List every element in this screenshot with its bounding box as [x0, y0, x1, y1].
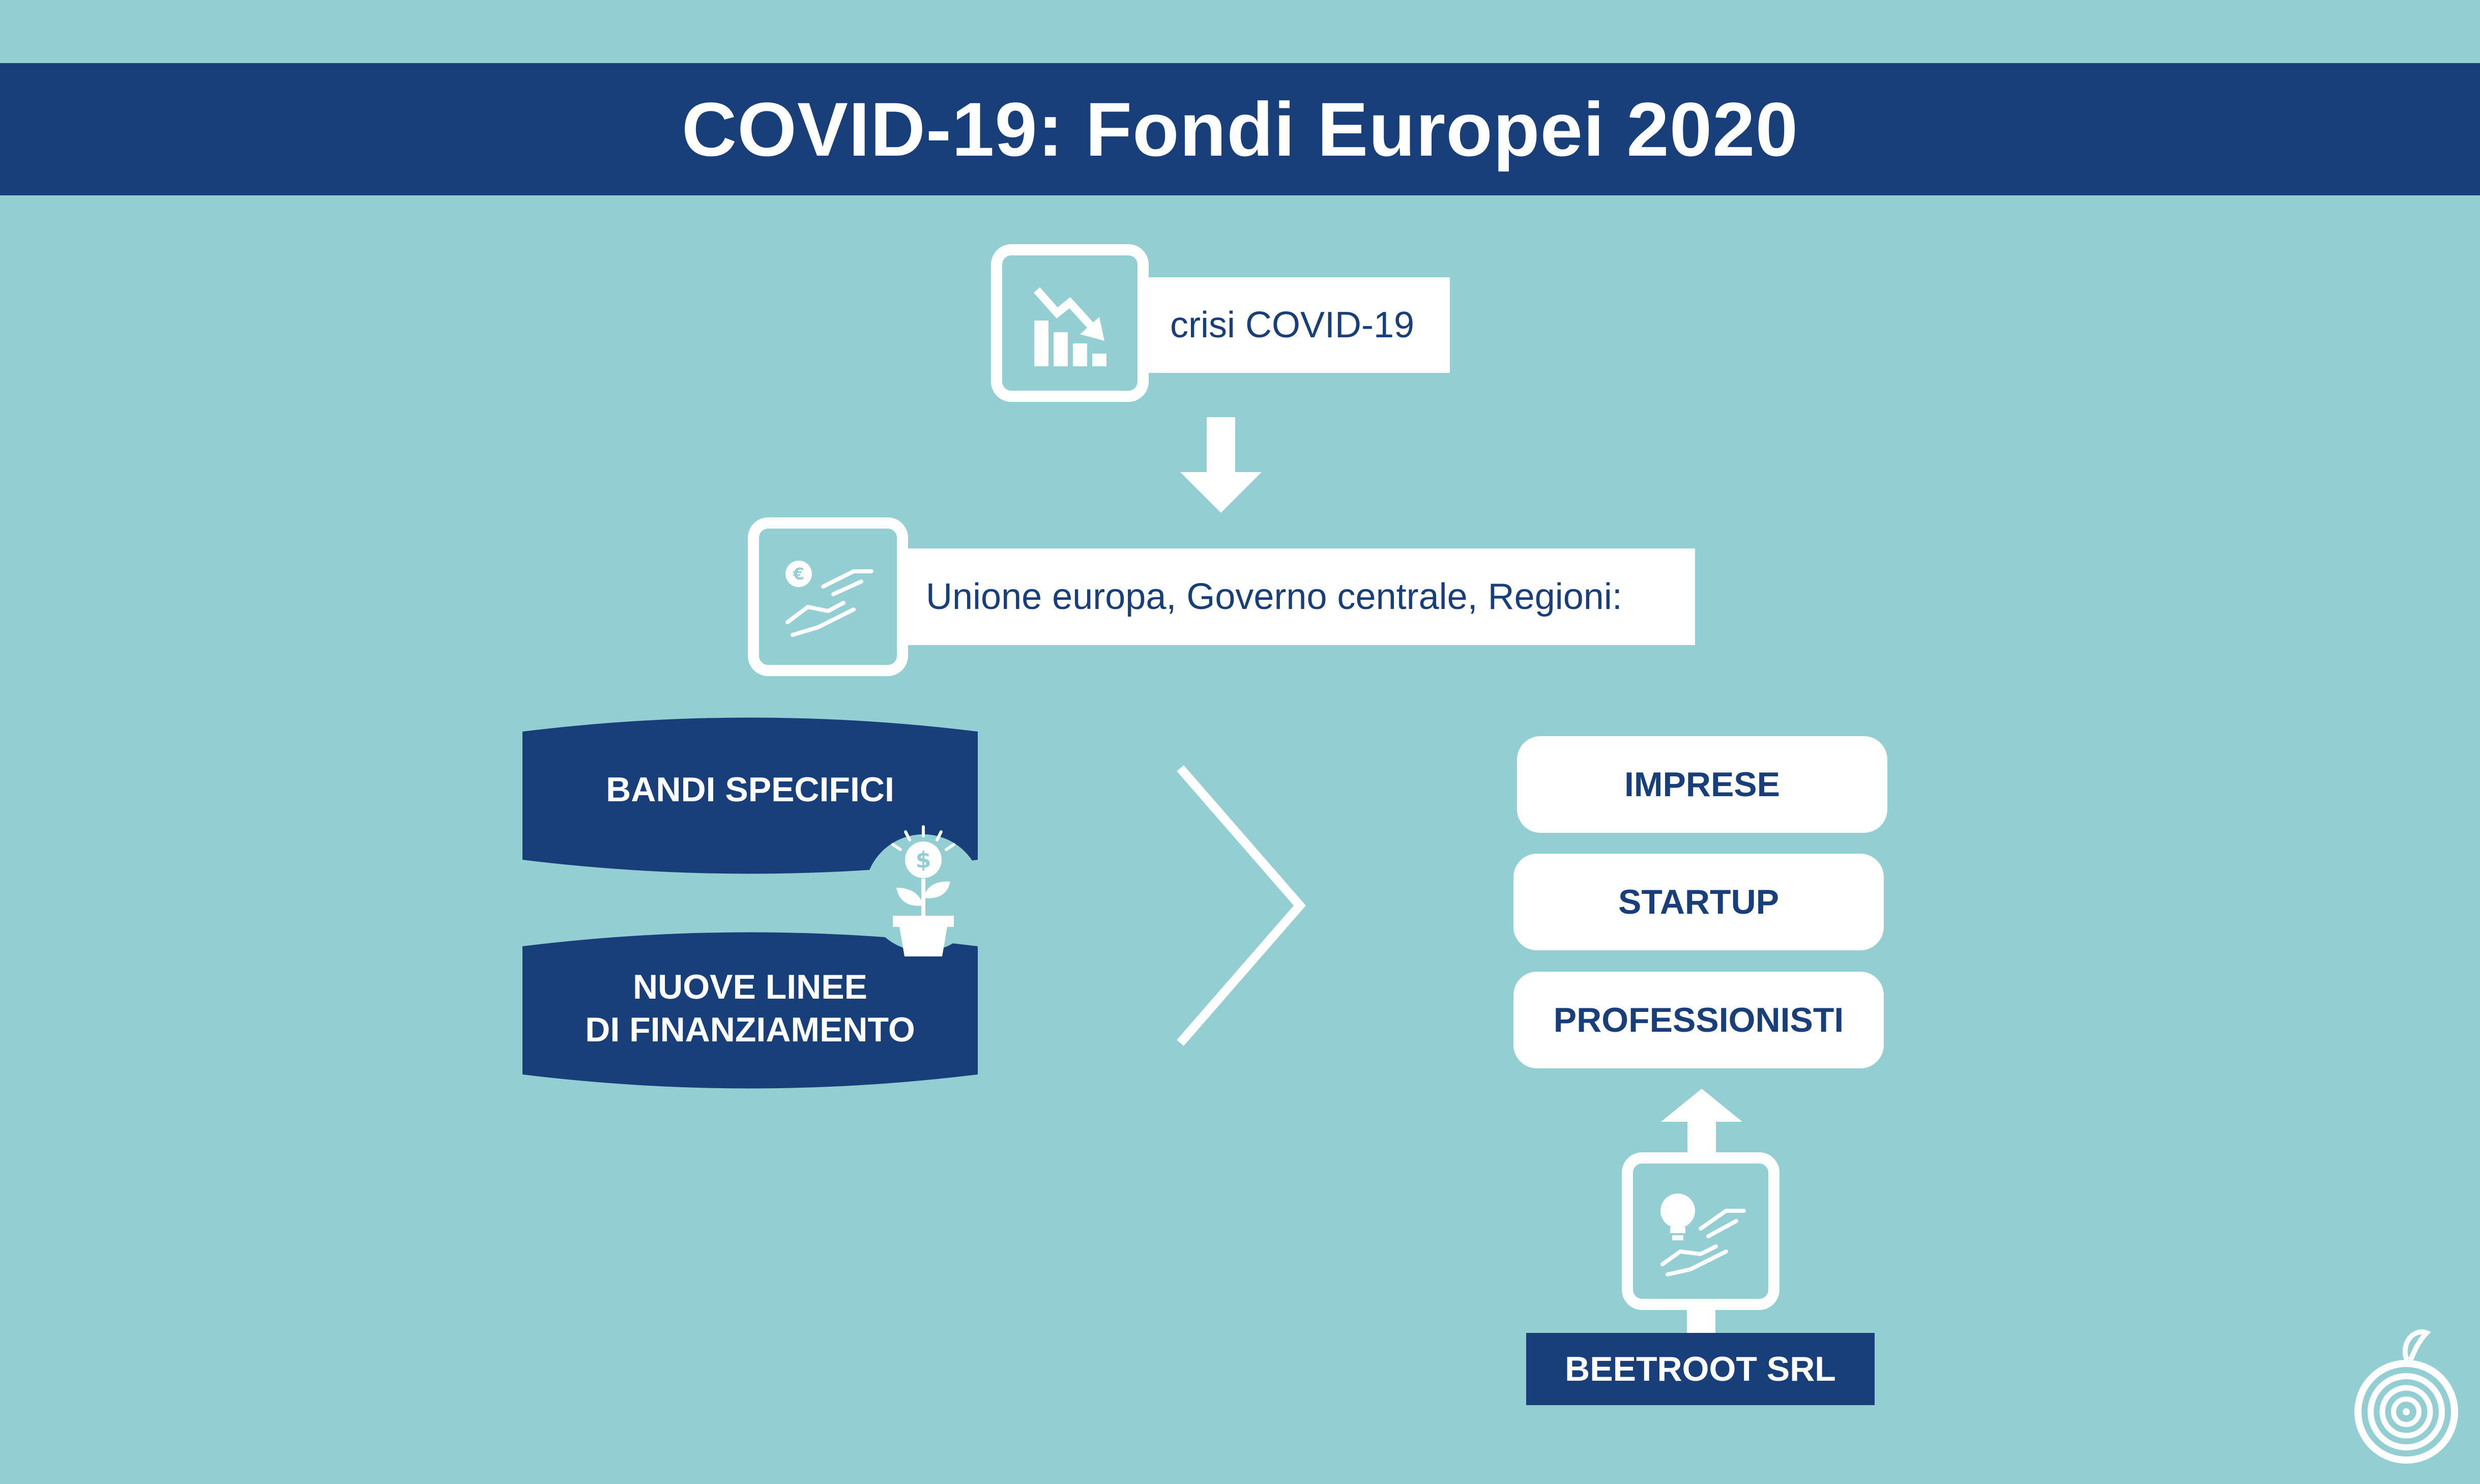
- declining-chart-icon: [1019, 272, 1121, 374]
- crisis-label-box: crisi COVID-19: [1124, 277, 1450, 373]
- svg-text:€: €: [792, 564, 804, 584]
- nuove-linee-block: [522, 931, 978, 1090]
- funders-label-box: Unione europa, Governo centrale, Regioni…: [875, 548, 1695, 645]
- spiral-logo: [2350, 1318, 2462, 1470]
- funders-label: Unione europa, Governo centrale, Regioni…: [926, 576, 1622, 617]
- crisis-icon-box: [991, 244, 1149, 402]
- funders-icon-box: €: [748, 517, 908, 676]
- nuove-linee-label: NUOVE LINEE DI FINANZIAMENTO: [585, 968, 915, 1049]
- bandi-specifici-block: [522, 716, 978, 875]
- beneficiary-startup: STARTUP: [1513, 854, 1884, 950]
- page-title: COVID-19: Fondi Europei 2020: [681, 86, 1799, 172]
- svg-text:$: $: [916, 847, 931, 873]
- beneficiary-professionisti: PROFESSIONISTI: [1513, 972, 1884, 1068]
- idea-hand-icon: [1650, 1180, 1752, 1282]
- provider-icon-box: [1622, 1152, 1779, 1310]
- bandi-specifici-label: BANDI SPECIFICI: [606, 770, 894, 809]
- provider-label: BEETROOT SRL: [1565, 1350, 1836, 1388]
- money-plant-icon: $: [865, 817, 982, 969]
- euro-hand-icon: €: [777, 546, 879, 648]
- crisis-label: crisi COVID-19: [1170, 305, 1415, 345]
- title-bar: COVID-19: Fondi Europei 2020: [0, 63, 2480, 195]
- chevron-right-icon: [1170, 763, 1312, 1048]
- provider-label-box: BEETROOT SRL: [1526, 1333, 1875, 1405]
- down-arrow: [1180, 417, 1262, 514]
- beneficiary-imprese: IMPRESE: [1517, 736, 1887, 833]
